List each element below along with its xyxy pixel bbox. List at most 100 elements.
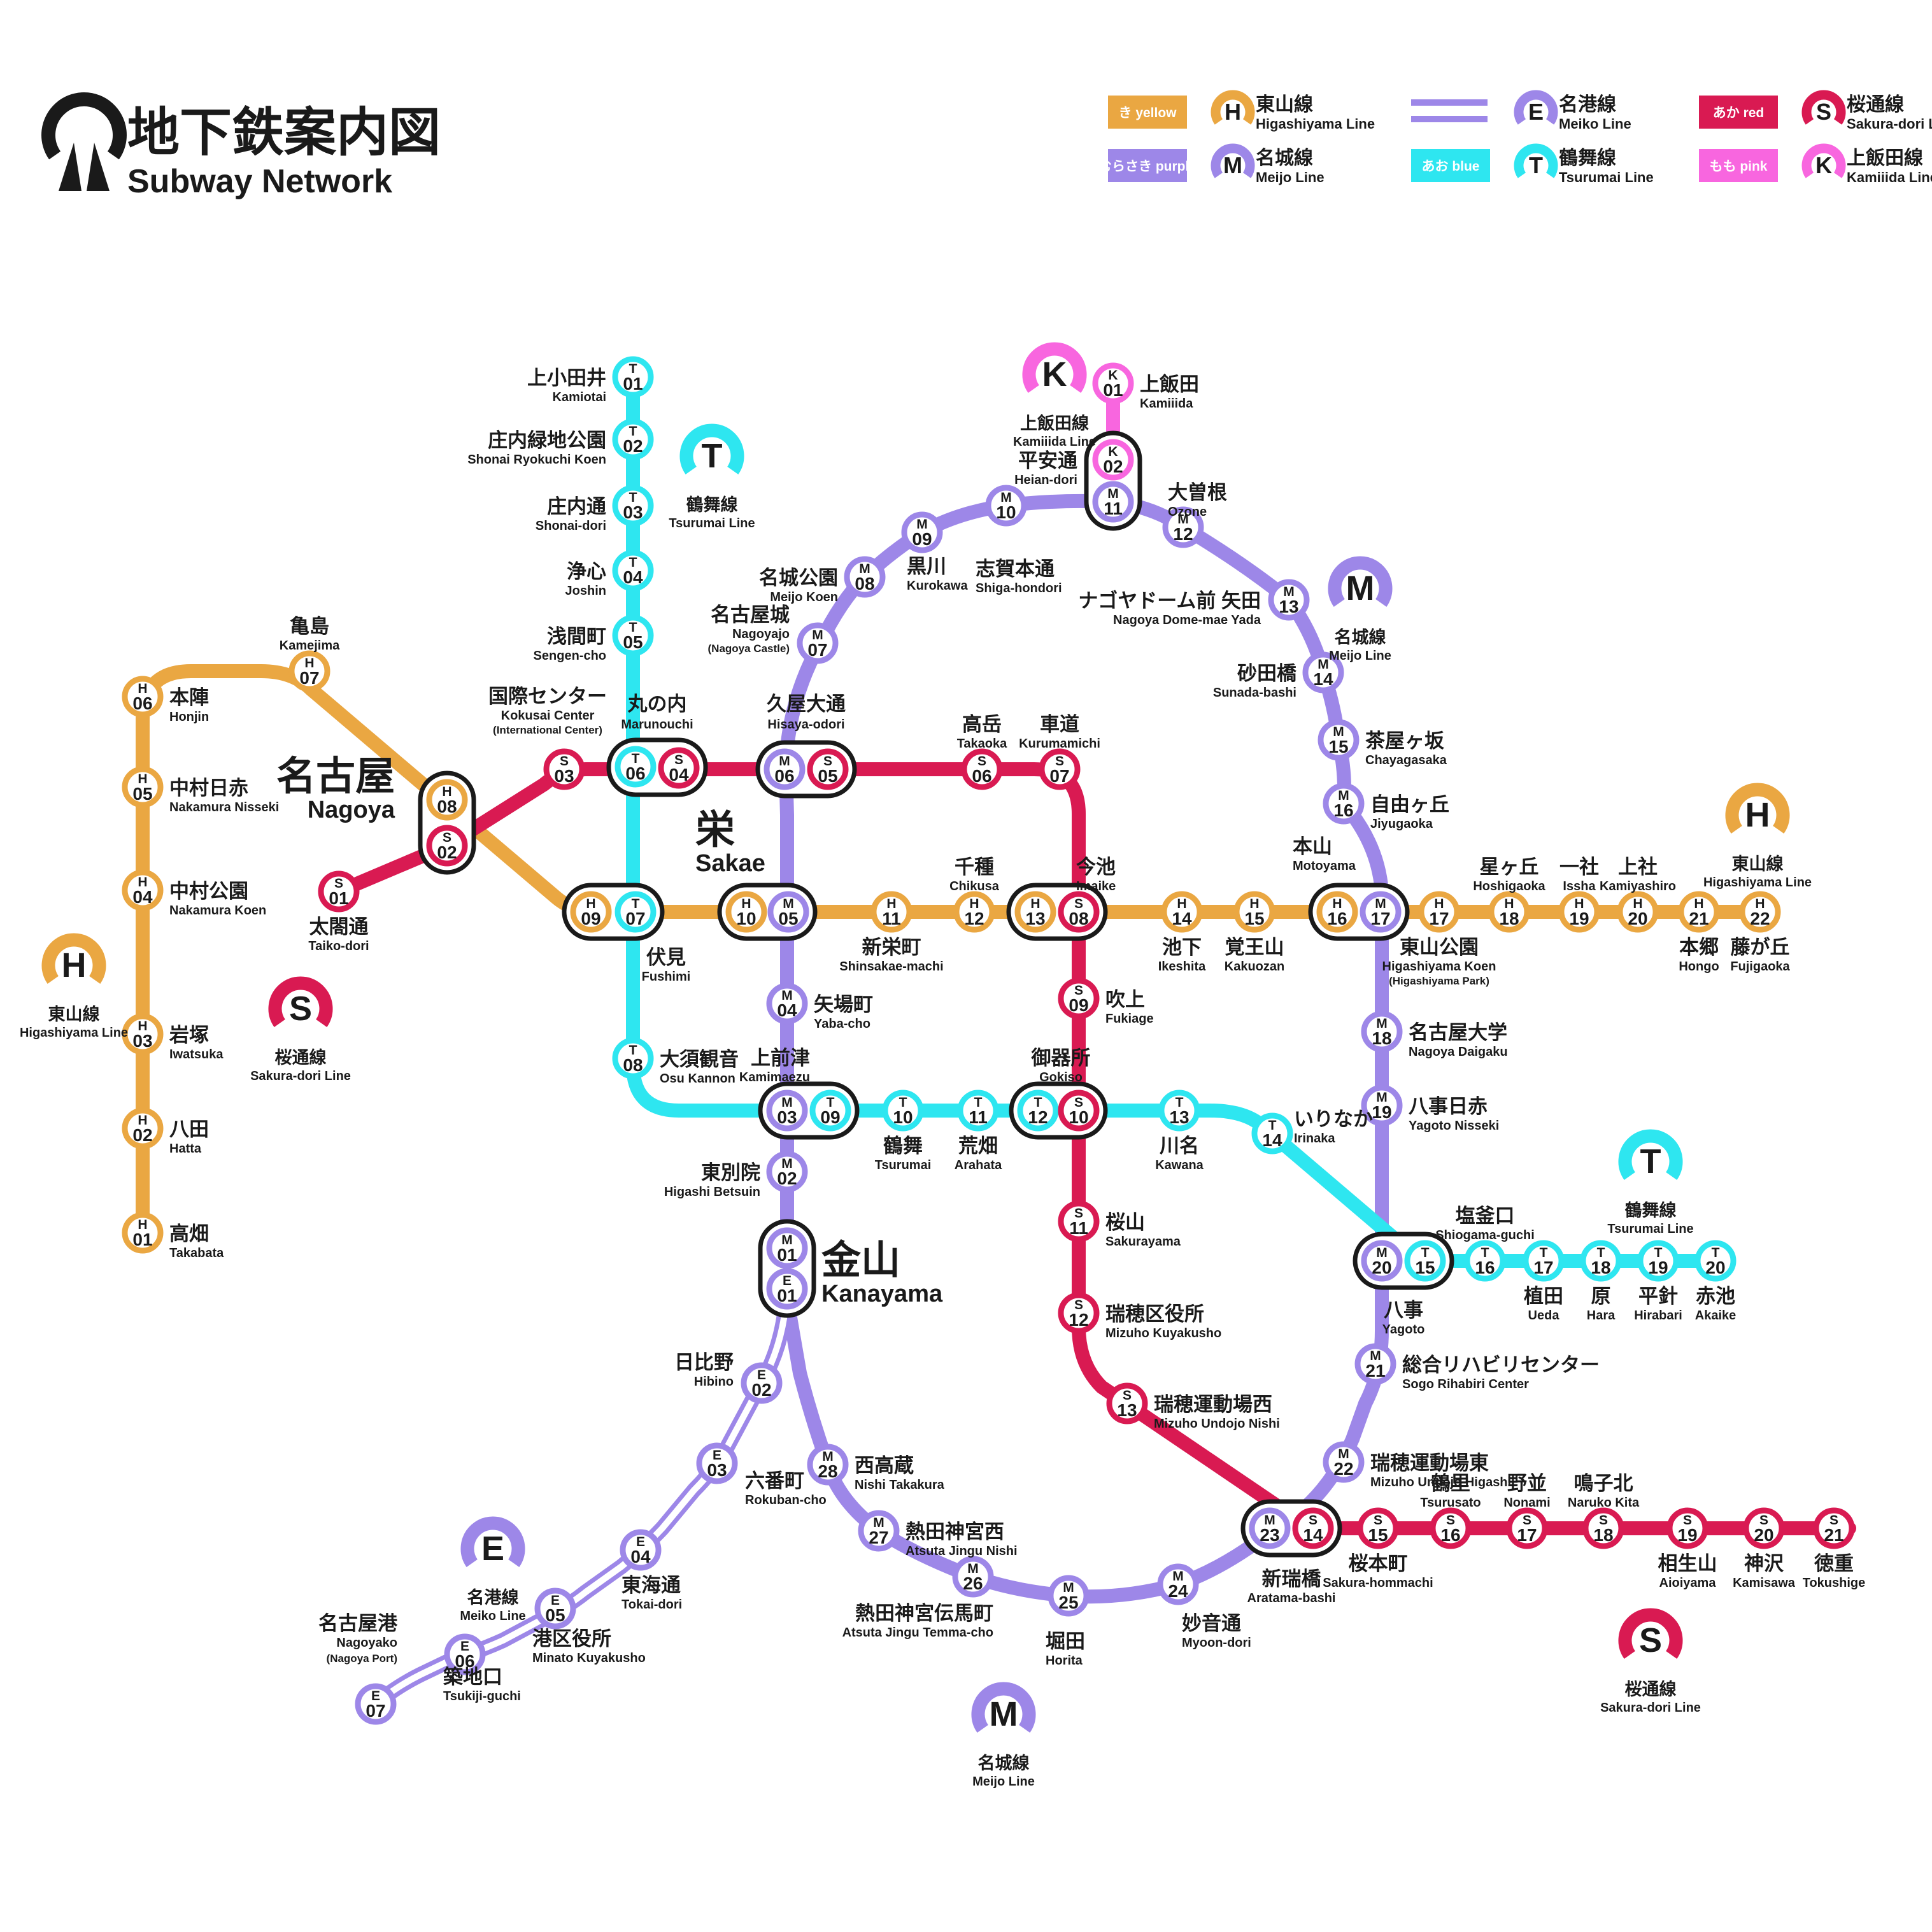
station-marker-M06[interactable]	[764, 748, 806, 790]
station-S15[interactable]: S15	[1357, 1507, 1399, 1549]
station-marker-H16[interactable]	[1316, 891, 1358, 933]
station-S03[interactable]: S03	[543, 748, 585, 790]
station-marker-M15[interactable]	[1318, 719, 1360, 761]
station-T12[interactable]: T12	[1017, 1090, 1059, 1132]
station-T03[interactable]: T03	[612, 485, 654, 527]
station-T14[interactable]: T14	[1251, 1112, 1293, 1154]
station-marker-H13[interactable]	[1014, 891, 1056, 933]
station-marker-S08[interactable]	[1058, 891, 1100, 933]
station-E05[interactable]: E05	[534, 1588, 576, 1630]
station-marker-S19[interactable]	[1666, 1507, 1708, 1549]
station-M11[interactable]: M11	[1092, 481, 1134, 523]
station-T04[interactable]: T04	[612, 550, 654, 592]
station-T18[interactable]: T18	[1580, 1240, 1622, 1282]
station-M24[interactable]: M24	[1157, 1563, 1199, 1605]
station-marker-S14[interactable]	[1292, 1507, 1334, 1549]
station-H03[interactable]: H03	[122, 1013, 164, 1055]
station-marker-T12[interactable]	[1017, 1090, 1059, 1132]
station-H12[interactable]: H12	[953, 891, 995, 933]
station-marker-M20[interactable]	[1361, 1240, 1403, 1282]
station-S13[interactable]: S13	[1106, 1382, 1148, 1424]
station-marker-H21[interactable]	[1678, 891, 1720, 933]
station-E03[interactable]: E03	[696, 1442, 738, 1484]
station-marker-T14[interactable]	[1251, 1112, 1293, 1154]
station-T01[interactable]: T01	[612, 356, 654, 398]
station-H20[interactable]: H20	[1617, 891, 1659, 933]
station-E07[interactable]: E07	[355, 1683, 397, 1725]
station-marker-H09[interactable]	[570, 891, 612, 933]
station-T13[interactable]: T13	[1158, 1090, 1200, 1132]
station-marker-S21[interactable]	[1813, 1507, 1855, 1549]
station-S08[interactable]: S08	[1058, 891, 1100, 933]
station-S10[interactable]: S10	[1058, 1090, 1100, 1132]
station-M01[interactable]: M01	[766, 1227, 808, 1269]
station-H09[interactable]: H09	[570, 891, 612, 933]
station-marker-T15[interactable]	[1404, 1240, 1446, 1282]
station-marker-T11[interactable]	[957, 1090, 999, 1132]
station-T02[interactable]: T02	[612, 418, 654, 460]
station-T05[interactable]: T05	[612, 614, 654, 657]
station-E04[interactable]: E04	[620, 1529, 662, 1571]
station-marker-H08[interactable]	[426, 779, 468, 821]
station-marker-K01[interactable]	[1092, 362, 1134, 404]
station-marker-S17[interactable]	[1506, 1507, 1548, 1549]
station-M17[interactable]: M17	[1360, 891, 1402, 933]
station-M13[interactable]: M13	[1268, 579, 1310, 621]
station-marker-E07[interactable]	[355, 1683, 397, 1725]
station-E06[interactable]: E06	[444, 1633, 486, 1675]
station-marker-T10[interactable]	[882, 1090, 924, 1132]
station-H14[interactable]: H14	[1161, 891, 1203, 933]
station-M08[interactable]: M08	[844, 556, 886, 598]
station-marker-M19[interactable]	[1361, 1084, 1403, 1126]
station-S18[interactable]: S18	[1582, 1507, 1624, 1549]
station-S05[interactable]: S05	[807, 748, 849, 790]
station-S16[interactable]: S16	[1430, 1507, 1472, 1549]
station-marker-H12[interactable]	[953, 891, 995, 933]
station-M15[interactable]: M15	[1318, 719, 1360, 761]
station-marker-S20[interactable]	[1743, 1507, 1785, 1549]
station-marker-M08[interactable]	[844, 556, 886, 598]
station-M04[interactable]: M04	[766, 983, 808, 1025]
station-M22[interactable]: M22	[1323, 1441, 1365, 1483]
station-marker-K02[interactable]	[1092, 439, 1134, 481]
station-M27[interactable]: M27	[858, 1510, 900, 1552]
station-M25[interactable]: M25	[1048, 1575, 1090, 1617]
station-marker-M14[interactable]	[1302, 651, 1344, 693]
station-marker-M12[interactable]	[1162, 506, 1204, 548]
station-marker-M26[interactable]	[952, 1556, 994, 1598]
station-M10[interactable]: M10	[985, 485, 1027, 527]
station-marker-M05[interactable]	[767, 891, 809, 933]
station-marker-M13[interactable]	[1268, 579, 1310, 621]
station-H16[interactable]: H16	[1316, 891, 1358, 933]
station-marker-S04[interactable]	[658, 747, 700, 789]
station-H02[interactable]: H02	[122, 1107, 164, 1149]
station-marker-T09[interactable]	[809, 1090, 851, 1132]
station-marker-M04[interactable]	[766, 983, 808, 1025]
station-T08[interactable]: T08	[612, 1037, 654, 1079]
station-marker-T03[interactable]	[612, 485, 654, 527]
station-S07[interactable]: S07	[1039, 748, 1081, 790]
station-marker-M28[interactable]	[807, 1444, 849, 1486]
station-M16[interactable]: M16	[1323, 783, 1365, 825]
station-marker-H03[interactable]	[122, 1013, 164, 1055]
station-marker-S18[interactable]	[1582, 1507, 1624, 1549]
station-marker-S13[interactable]	[1106, 1382, 1148, 1424]
station-marker-E02[interactable]	[741, 1362, 783, 1404]
station-marker-T06[interactable]	[614, 746, 657, 788]
station-marker-M03[interactable]	[766, 1090, 808, 1132]
station-marker-H14[interactable]	[1161, 891, 1203, 933]
station-K02[interactable]: K02	[1092, 439, 1134, 481]
station-marker-M23[interactable]	[1249, 1507, 1291, 1549]
station-marker-S05[interactable]	[807, 748, 849, 790]
station-H04[interactable]: H04	[122, 869, 164, 911]
station-marker-S16[interactable]	[1430, 1507, 1472, 1549]
station-S20[interactable]: S20	[1743, 1507, 1785, 1549]
station-marker-M24[interactable]	[1157, 1563, 1199, 1605]
station-marker-M22[interactable]	[1323, 1441, 1365, 1483]
station-marker-M16[interactable]	[1323, 783, 1365, 825]
station-M18[interactable]: M18	[1361, 1011, 1403, 1053]
station-marker-H02[interactable]	[122, 1107, 164, 1149]
station-marker-M09[interactable]	[901, 511, 943, 553]
station-marker-H18[interactable]	[1488, 891, 1530, 933]
station-M05[interactable]: M05	[767, 891, 809, 933]
